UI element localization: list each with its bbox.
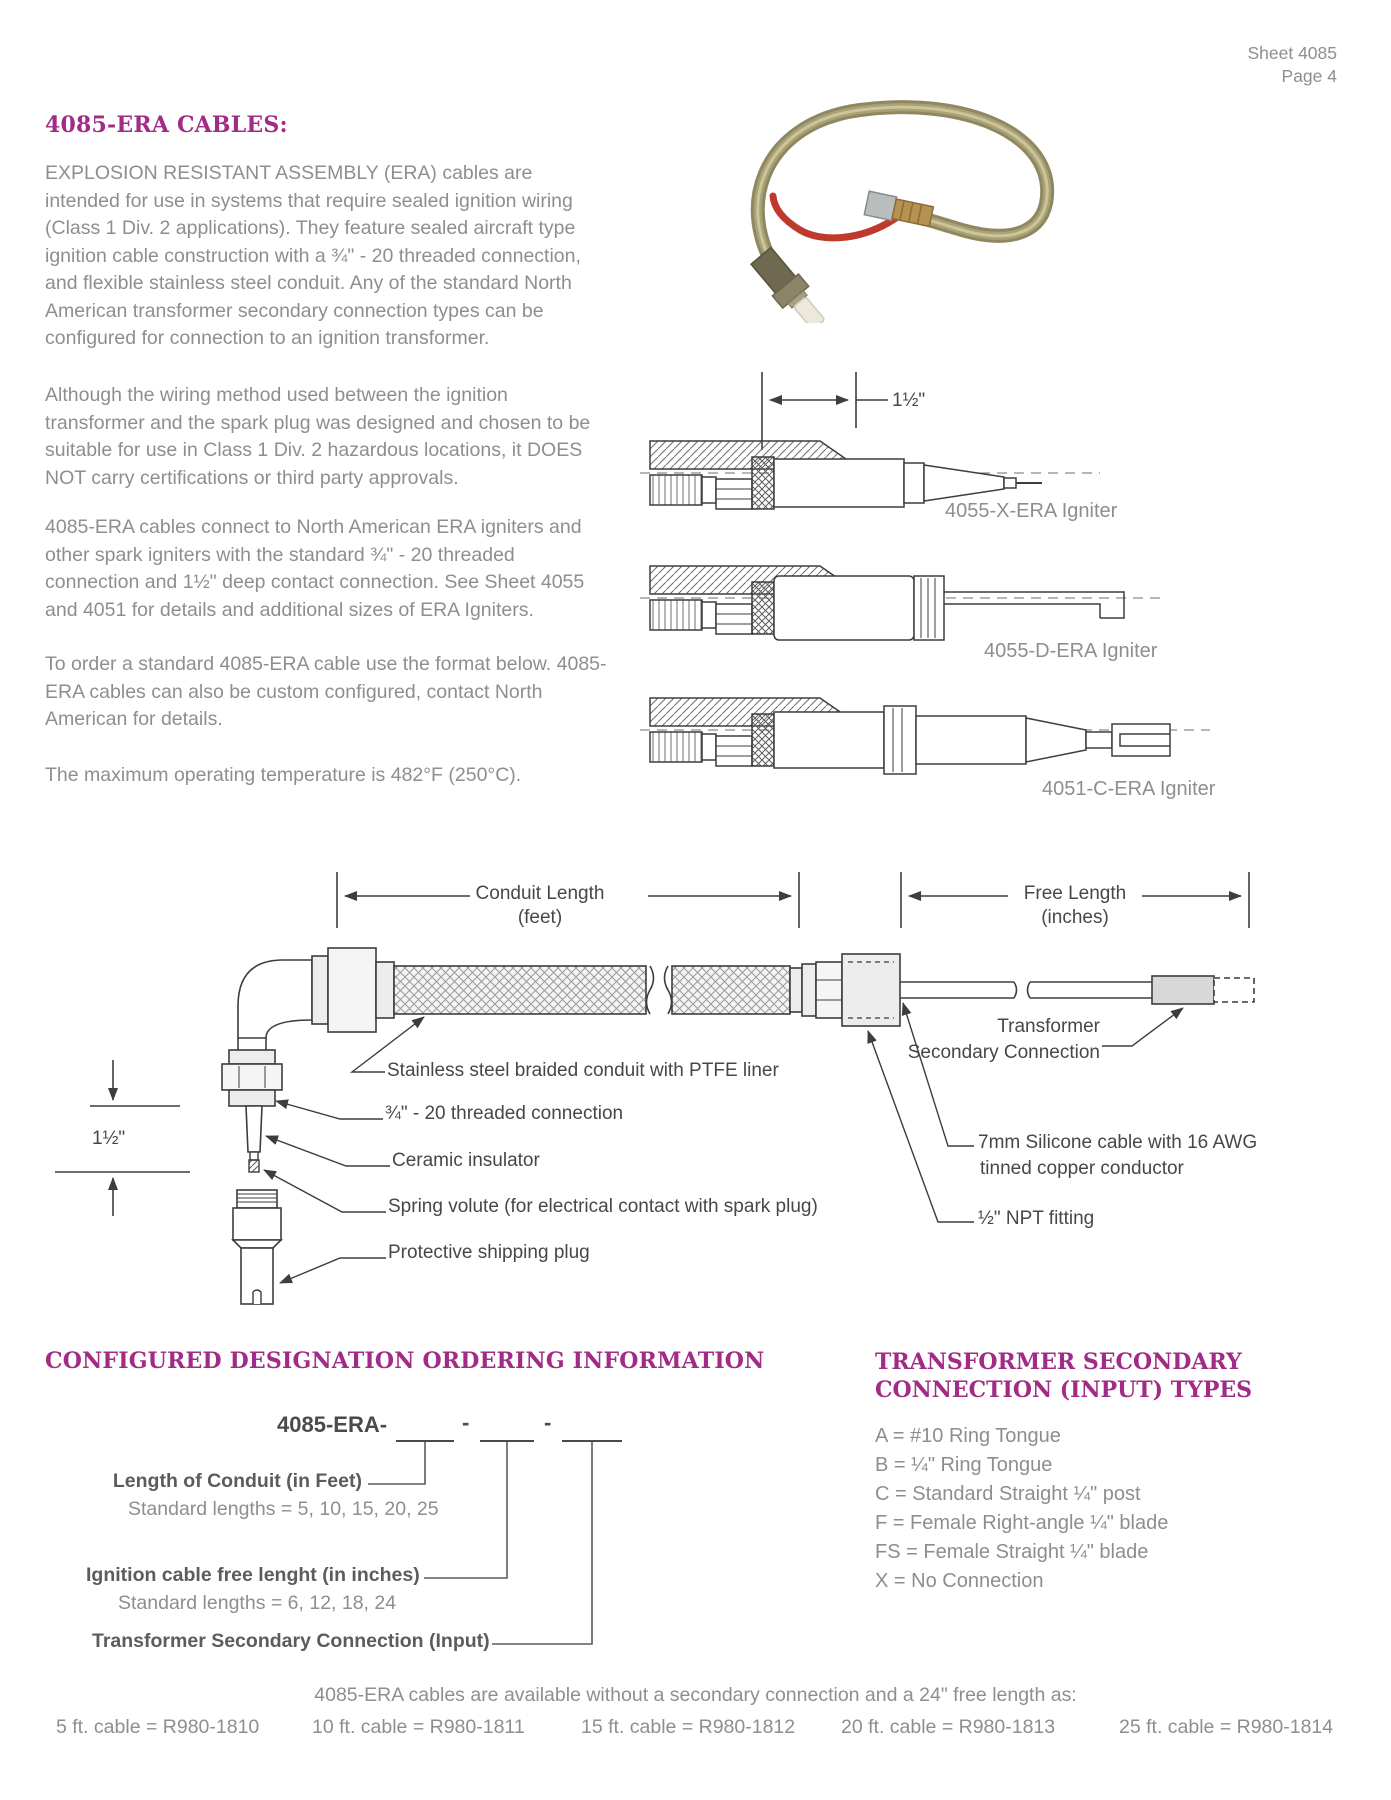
silicone-cable (900, 981, 1152, 999)
braided-conduit (393, 965, 647, 1015)
thread-callout: ¾" - 20 threaded connection (385, 1103, 624, 1124)
secondary-connection-sleeve (1151, 975, 1215, 1005)
free-length-field-label: Ignition cable free lenght (in inches) (86, 1564, 420, 1586)
model-prefix: 4085-ERA- (277, 1412, 388, 1437)
shipping-callout: Protective shipping plug (388, 1242, 590, 1263)
cable-diagram (55, 872, 1255, 1305)
braid-callout: Stainless steel braided conduit with PTF… (387, 1060, 779, 1081)
elbow-and-spark-plug (749, 246, 829, 323)
connection-types-heading: TRANSFORMER SECONDARY CONNECTION (INPUT)… (875, 1349, 1253, 1403)
connection-type-field-label: Transformer Secondary Connection (Input) (92, 1630, 490, 1652)
igniter-caption-4055-d: 4055-D-ERA Igniter (984, 640, 1158, 662)
free-length-label: Free Length (inches) (1023, 883, 1127, 928)
conduit-length-blank (396, 1440, 454, 1442)
conduit-length-label: Conduit Length (feet) (475, 883, 605, 928)
paragraph-connection: 4085-ERA cables connect to North America… (45, 516, 585, 621)
page-number: Page 4 (1281, 66, 1337, 86)
ordering-connector-lines (368, 1442, 593, 1645)
designation-separator-1: - (462, 1410, 470, 1435)
connection-type-a: A = #10 Ring Tongue (875, 1425, 1061, 1447)
conduit-length-dimension (336, 872, 800, 928)
spring-callout: Spring volute (for electrical contact wi… (388, 1196, 818, 1217)
igniter-caption-4051-c: 4051-C-ERA Igniter (1042, 778, 1216, 800)
connection-type-f: F = Female Right-angle ¼" blade (875, 1512, 1169, 1534)
igniter-drawings (640, 372, 1210, 775)
free-length-dimension (900, 872, 1250, 928)
free-length-field-detail: Standard lengths = 6, 12, 18, 24 (118, 1592, 397, 1614)
cable-option-25ft: 25 ft. cable = R980-1814 (1119, 1716, 1334, 1738)
connection-type-x: X = No Connection (875, 1570, 1044, 1592)
igniter-dimension-lines (761, 372, 888, 450)
igniter-caption-4055-x: 4055-X-ERA Igniter (945, 500, 1118, 522)
elbow-fitting (237, 959, 313, 1039)
connection-type-fs: FS = Female Straight ¼" blade (875, 1541, 1149, 1563)
sheet-number: Sheet 4085 (1247, 43, 1337, 63)
paragraph-certification: Although the wiring method used between … (45, 384, 591, 489)
paragraph-era-overview: EXPLOSION RESISTANT ASSEMBLY (ERA) cable… (45, 162, 581, 349)
igniter-drawing-4051-c (640, 697, 1210, 775)
silicone-callout-line2: tinned copper conductor (980, 1158, 1184, 1179)
igniter-drawing-4055-x (640, 440, 1100, 510)
sheet-info: Sheet 4085 Page 4 (1247, 42, 1337, 88)
npt-callout: ½" NPT fitting (978, 1208, 1095, 1229)
connection-type-blank (562, 1440, 622, 1442)
free-length-blank (480, 1440, 534, 1442)
cable-option-5ft: 5 ft. cable = R980-1810 (56, 1716, 260, 1738)
ceramic-callout: Ceramic insulator (392, 1150, 540, 1171)
cable-option-15ft: 15 ft. cable = R980-1812 (581, 1716, 796, 1738)
igniter-drawing-4055-d (640, 565, 1160, 641)
cable-option-10ft: 10 ft. cable = R980-1811 (312, 1716, 525, 1738)
conduit-length-field-label: Length of Conduit (in Feet) (112, 1470, 362, 1492)
conduit-length-field-detail: Standard lengths = 5, 10, 15, 20, 25 (128, 1498, 439, 1520)
ordering-heading: CONFIGURED DESIGNATION ORDERING INFORMAT… (45, 1348, 765, 1374)
brass-fitting (863, 190, 935, 228)
spark-plug-end (221, 1038, 283, 1173)
transformer-connection-callout: Transformer Secondary Connection (907, 1016, 1100, 1063)
page-title: 4085-ERA CABLES: (45, 112, 288, 138)
era-cable-photo (749, 100, 1055, 323)
plug-depth-dimension (55, 1060, 190, 1216)
paragraph-max-temperature: The maximum operating temperature is 482… (45, 764, 522, 786)
connection-type-c: C = Standard Straight ¼" post (875, 1483, 1141, 1505)
availability-note: 4085-ERA cables are available without a … (314, 1684, 1077, 1706)
designation-separator-2: - (544, 1410, 552, 1435)
connection-types-section: TRANSFORMER SECONDARY CONNECTION (INPUT)… (875, 1348, 1252, 1596)
paragraph-ordering: To order a standard 4085-ERA cable use t… (45, 653, 607, 730)
shipping-plug-drawing (231, 1189, 283, 1305)
plug-depth-label: 1½" (92, 1128, 126, 1149)
igniter-depth-dimension-label: 1½" (892, 390, 926, 411)
connection-type-b: B = ¼" Ring Tongue (875, 1454, 1053, 1476)
silicone-callout-line1: 7mm Silicone cable with 16 AWG (978, 1132, 1258, 1153)
npt-fitting (841, 953, 901, 1027)
cable-option-20ft: 20 ft. cable = R980-1813 (841, 1716, 1056, 1738)
